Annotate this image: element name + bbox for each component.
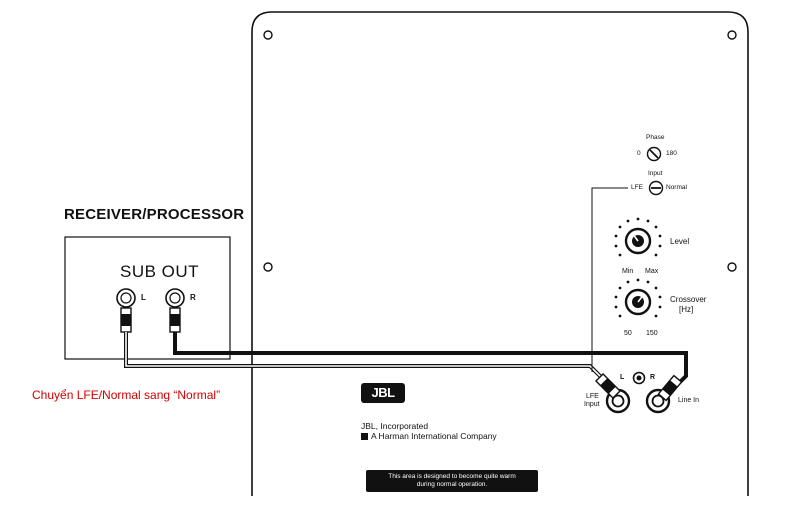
- level-ticks: [614, 217, 662, 257]
- receiver-title: RECEIVER/PROCESSOR: [64, 206, 245, 223]
- line-in-r-label: R: [650, 374, 656, 381]
- warning-line-2: during normal operation.: [416, 481, 488, 488]
- phase-label: Phase: [646, 134, 665, 141]
- phase-max: 180: [666, 150, 677, 157]
- input-normal-label: Normal: [666, 184, 687, 191]
- line-in-l-jack: [632, 371, 646, 385]
- input-knob: [648, 180, 664, 196]
- input-label: Input: [648, 170, 663, 177]
- crossover-unit: [Hz]: [679, 305, 694, 314]
- receiver-box: [64, 236, 231, 360]
- company-line-1: JBL, Incorporated: [361, 421, 429, 431]
- mount-hole-tl: [263, 30, 273, 40]
- receiver-jack-r: [165, 288, 185, 308]
- heat-warning-label: This area is designed to become quite wa…: [366, 470, 538, 492]
- receiver-right-label: R: [190, 293, 196, 302]
- mount-hole-tr: [727, 30, 737, 40]
- phase-knob: [646, 146, 662, 162]
- level-min: Min: [622, 268, 634, 275]
- mount-hole-ml: [263, 262, 273, 272]
- crossover-min: 50: [624, 330, 632, 337]
- cable-left: [124, 332, 606, 382]
- sub-out-label: SUB OUT: [120, 262, 200, 281]
- harman-icon: [361, 432, 368, 440]
- crossover-max: 150: [646, 330, 658, 337]
- level-label: Level: [670, 237, 690, 246]
- crossover-knob: [624, 288, 652, 316]
- receiver-jack-l: [116, 288, 136, 308]
- crossover-label: Crossover: [670, 295, 707, 304]
- line-in-l-label: L: [620, 374, 625, 381]
- level-max: Max: [645, 268, 659, 275]
- jbl-logo: JBL: [361, 383, 405, 403]
- warning-line-1: This area is designed to become quite wa…: [388, 473, 516, 480]
- lfe-input-label-2: Input: [584, 401, 600, 408]
- lfe-input-label-1: LFE: [586, 393, 599, 400]
- level-knob: [624, 227, 652, 255]
- input-lfe-label: LFE: [631, 184, 643, 191]
- phase-min: 0: [637, 150, 641, 157]
- input-bracket: [591, 187, 628, 372]
- company-info: JBL, Incorporated A Harman International…: [361, 421, 497, 441]
- cable-right: [173, 332, 688, 388]
- instruction-note: Chuyển LFE/Normal sang “Normal”: [32, 388, 221, 402]
- mount-hole-mr: [727, 262, 737, 272]
- plug-lfe: [594, 372, 622, 400]
- line-in-label: Line In: [678, 397, 700, 404]
- subwoofer-panel: [251, 11, 749, 496]
- receiver-left-label: L: [141, 293, 146, 302]
- company-line-2: A Harman International Company: [371, 431, 497, 441]
- crossover-ticks: [614, 278, 662, 318]
- plug-line-r: [657, 374, 683, 402]
